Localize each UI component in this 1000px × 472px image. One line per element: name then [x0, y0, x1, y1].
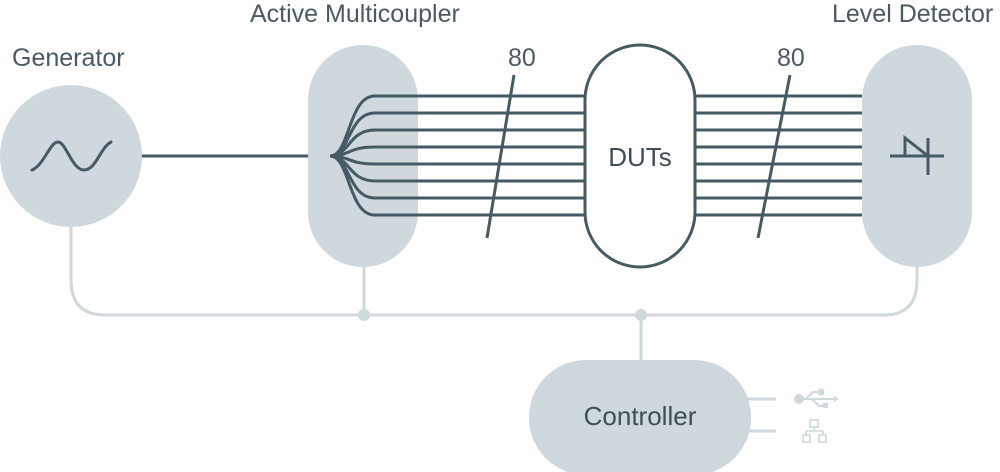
network-icon: [802, 419, 827, 443]
channel-count-right: 80: [777, 44, 805, 72]
bus-junction-controller: [635, 309, 647, 321]
interface-lines: [748, 397, 776, 433]
bus-lines-right: [695, 94, 862, 217]
multicoupler-block[interactable]: [308, 45, 418, 267]
controller-label: Controller: [584, 401, 697, 431]
channel-count-left: 80: [508, 44, 536, 72]
bus-junction-multicoupler: [358, 309, 370, 321]
detector-label: Level Detector: [832, 0, 993, 28]
bus-slash-left: [485, 74, 516, 239]
controller-body: [529, 360, 751, 472]
controller-block[interactable]: Controller: [529, 360, 751, 472]
duts-block[interactable]: DUTs: [583, 43, 697, 269]
bus-line-generator: [69, 220, 919, 317]
fanout-lines: [329, 94, 418, 217]
duts-label: DUTs: [608, 142, 672, 172]
duts-body: [583, 43, 697, 269]
control-bus: [69, 220, 919, 362]
generator-block[interactable]: [0, 85, 142, 227]
sine-wave-icon: [30, 140, 113, 172]
detector-block[interactable]: [862, 45, 972, 267]
bus-slash-right: [756, 74, 792, 239]
generator-label: Generator: [12, 44, 125, 72]
multicoupler-body: [308, 45, 418, 267]
multicoupler-label: Active Multicoupler: [250, 0, 460, 28]
bus-lines-left: [418, 94, 585, 217]
diode-detector-icon: [890, 134, 944, 175]
usb-icon: [794, 388, 839, 408]
fanout-line: [329, 154, 418, 217]
